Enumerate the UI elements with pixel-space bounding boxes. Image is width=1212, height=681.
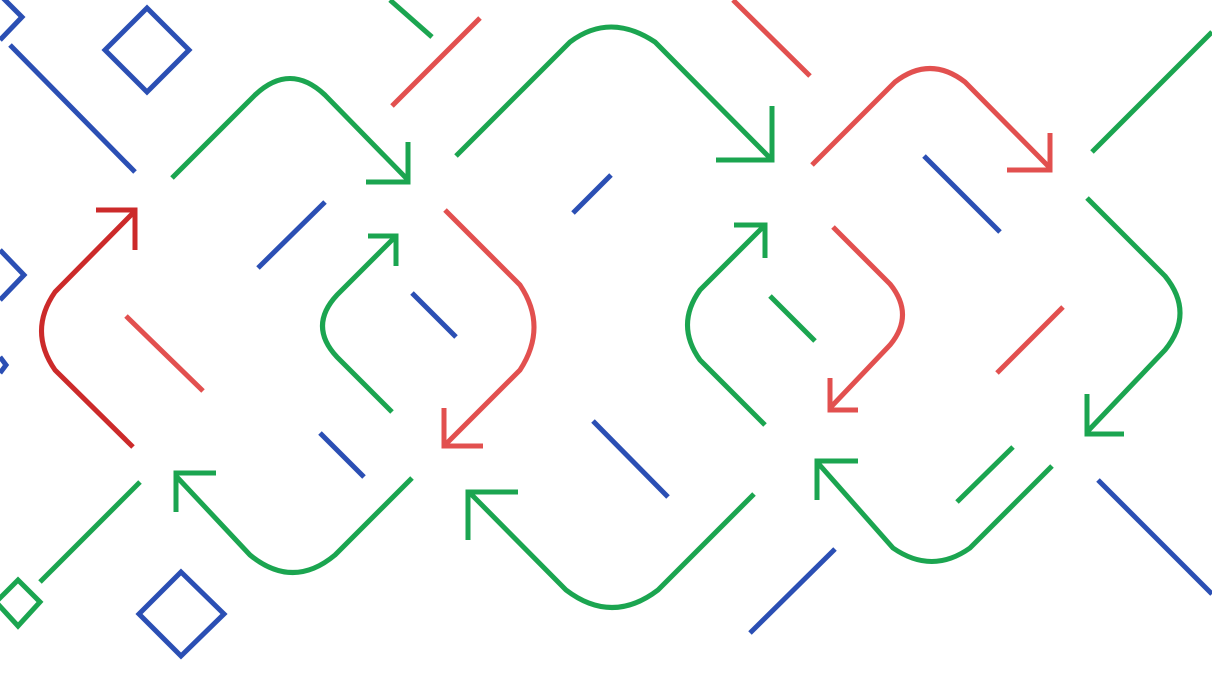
dash-line-icon — [1096, 478, 1212, 596]
arrow-loop-icon — [320, 233, 399, 414]
dash-line-icon — [922, 154, 1002, 234]
diamond-icon — [0, 355, 10, 375]
dash-line-icon — [731, 0, 812, 78]
arrow-loop-icon — [170, 76, 411, 185]
dash-line-icon — [256, 200, 327, 270]
dark-red-shapes — [39, 207, 138, 449]
dash-line-icon — [748, 547, 837, 635]
green-shapes — [0, 0, 1212, 630]
arrow-loop-icon — [685, 222, 768, 427]
dash-line-icon — [1090, 30, 1212, 154]
arrow-loop-icon — [441, 208, 537, 449]
dash-line-icon — [388, 0, 434, 39]
diamond-icon — [0, 576, 44, 630]
dash-line-icon — [8, 43, 137, 174]
arrow-loop-icon — [814, 458, 1054, 564]
arrow-loop-icon — [810, 66, 1053, 173]
diamond-icon — [0, 248, 28, 302]
dash-line-icon — [571, 173, 613, 215]
arrow-loop-icon — [1084, 196, 1183, 437]
arrow-loop-icon — [454, 24, 775, 163]
dash-line-icon — [995, 305, 1065, 375]
dash-line-icon — [410, 291, 458, 339]
dash-line-icon — [390, 16, 482, 108]
arrow-loop-icon — [39, 207, 138, 449]
arrow-loop-icon — [827, 225, 905, 413]
dash-line-icon — [38, 480, 142, 584]
diamond-icon — [0, 0, 26, 42]
dash-line-icon — [124, 314, 205, 393]
dash-line-icon — [768, 294, 817, 343]
red-shapes — [124, 0, 1065, 449]
arrow-loop-icon — [465, 489, 756, 610]
dash-line-icon — [955, 445, 1015, 504]
dash-line-icon — [591, 419, 670, 499]
arrow-loop-icon — [173, 470, 414, 575]
dash-line-icon — [318, 431, 366, 479]
diamond-icon — [101, 4, 193, 96]
diamond-icon — [135, 568, 228, 660]
blue-shapes — [0, 0, 1212, 660]
